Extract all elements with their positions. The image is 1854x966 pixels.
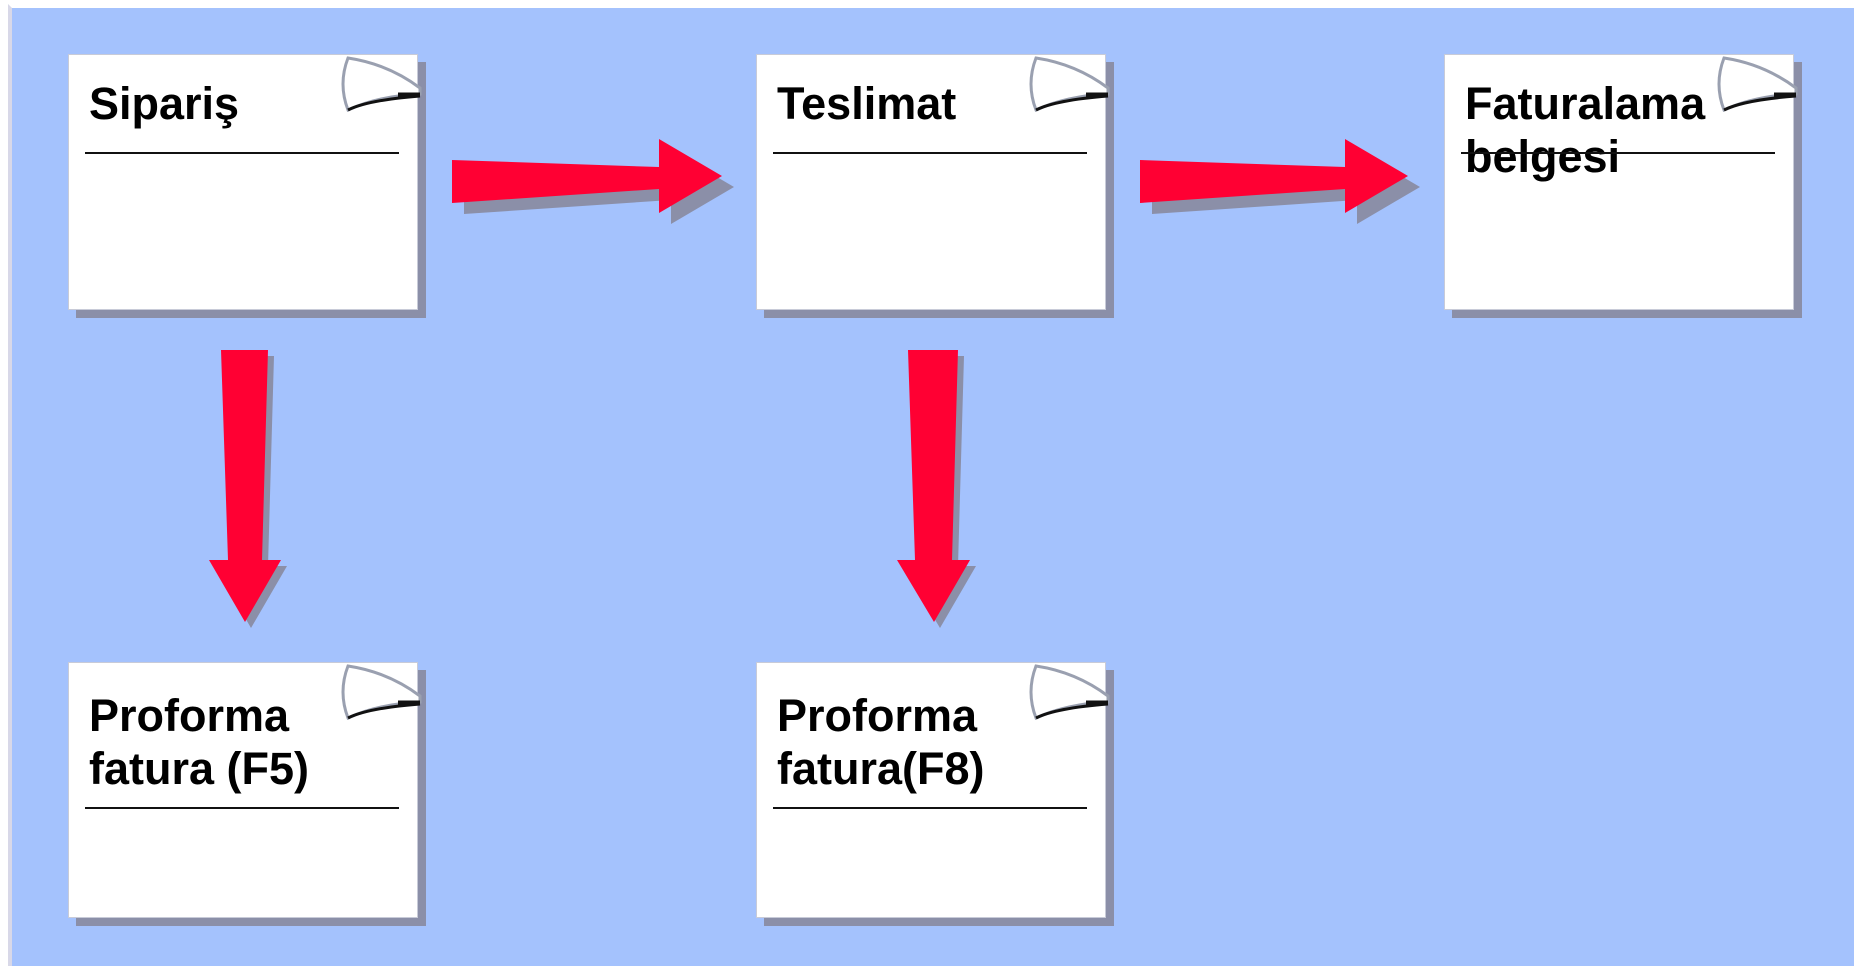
document-title-rule <box>85 807 399 809</box>
document-title-rule <box>85 152 399 154</box>
document-title: Teslimat <box>777 78 957 129</box>
document-teslimat: Teslimat <box>756 54 1106 310</box>
document-title-rule <box>773 152 1087 154</box>
document-title: Sipariş <box>89 78 240 129</box>
page-curl-icon <box>341 56 422 113</box>
page-curl-icon <box>1029 664 1110 721</box>
document-title: Faturalama belgesi <box>1465 78 1706 182</box>
document-title-rule <box>1461 152 1775 154</box>
document-title: Proforma fatura (F5) <box>89 690 310 794</box>
page-curl-icon <box>341 664 422 721</box>
page-curl-icon <box>1029 56 1110 113</box>
document-title: Proforma fatura(F8) <box>777 690 985 794</box>
page-curl-icon <box>1717 56 1798 113</box>
document-title-rule <box>773 807 1087 809</box>
